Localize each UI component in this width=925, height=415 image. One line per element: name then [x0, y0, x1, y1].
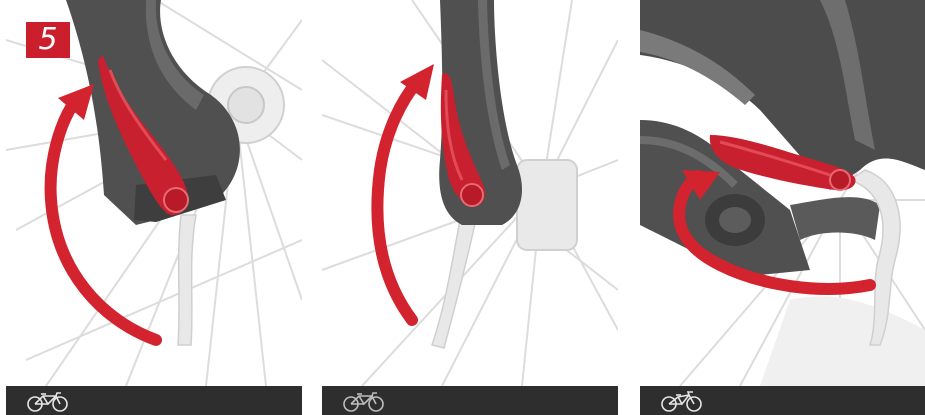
step-number-badge: 5 [26, 22, 70, 58]
fork-quick-release-illustration-2 [322, 0, 618, 386]
panel-caption-bar [6, 386, 302, 415]
road-bike-icon [342, 390, 386, 412]
instruction-panel-1: 5 [6, 0, 302, 415]
step-number: 5 [38, 25, 57, 55]
mountain-bike-icon [660, 390, 704, 412]
instruction-panel-3 [640, 0, 925, 415]
panel-caption-bar [322, 386, 618, 415]
instruction-panel-2 [322, 0, 618, 415]
panel-caption-bar [640, 386, 925, 415]
rear-dropout-quick-release-illustration [640, 0, 925, 386]
road-bike-icon [26, 390, 70, 412]
